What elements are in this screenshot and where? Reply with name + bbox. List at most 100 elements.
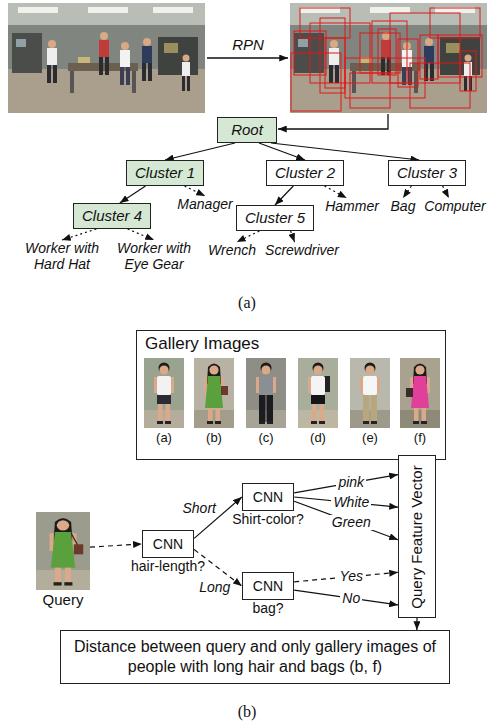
connector xyxy=(294,475,398,493)
node-text: Cluster 4 xyxy=(82,207,142,225)
edge-label: Green xyxy=(330,515,373,530)
cnn-block: CNNShirt-color? xyxy=(232,483,304,527)
cluster-box: Cluster 2 xyxy=(266,160,344,186)
connector xyxy=(62,229,96,240)
node-text: CNN xyxy=(153,536,183,552)
query-image: Query xyxy=(36,512,90,608)
connector xyxy=(165,143,235,160)
rpn-arrow xyxy=(207,57,288,58)
feature-vector-box: Query Feature Vector xyxy=(398,455,436,618)
image-frame xyxy=(246,358,286,428)
node-text: CNN xyxy=(253,578,283,594)
gallery-image: (d) xyxy=(298,358,338,446)
edge-label: White xyxy=(331,495,371,510)
image-frame xyxy=(144,358,184,428)
gallery-image: (a) xyxy=(144,358,184,446)
node-text: (c) xyxy=(246,428,286,446)
cluster-box: Cluster 3 xyxy=(388,160,466,186)
node-text: Shirt-color? xyxy=(232,511,304,527)
cluster-box: Cluster 5 xyxy=(236,205,314,231)
node-text: Cluster 2 xyxy=(275,164,335,182)
connector xyxy=(185,186,205,196)
node-text: Cluster 3 xyxy=(397,164,457,182)
edge-label: Long xyxy=(197,580,232,595)
node-text: Wrench xyxy=(208,242,256,258)
node-text: Hammer xyxy=(325,198,379,214)
node-text: Gallery Images xyxy=(137,331,445,357)
node-text: Worker with Hard Hat xyxy=(17,240,107,272)
root-arrow xyxy=(278,114,388,129)
gallery-image: (c) xyxy=(246,358,286,446)
node-text: (a) xyxy=(144,428,184,446)
node-text: Cluster 5 xyxy=(245,209,305,227)
node-text: (b) xyxy=(194,428,234,446)
connector xyxy=(90,544,142,547)
edge-label: No xyxy=(340,591,362,606)
cnn-block: CNN hair-length? xyxy=(131,530,205,574)
gallery-person xyxy=(298,358,338,428)
leaf-label: Worker with Eye Gear xyxy=(109,240,199,272)
image-frame xyxy=(350,358,390,428)
connector xyxy=(120,186,146,203)
node-text: Computer xyxy=(424,198,485,214)
gallery-image: (b) xyxy=(194,358,234,446)
connector xyxy=(416,618,417,630)
cluster-box: Cluster 4 xyxy=(73,203,151,229)
connector xyxy=(403,186,411,198)
edge-label: Short xyxy=(181,501,218,516)
connector xyxy=(237,231,260,242)
node-text: (f) xyxy=(400,428,440,446)
gallery-person xyxy=(400,358,440,428)
node-text: Manager xyxy=(177,196,232,212)
connector xyxy=(275,186,293,205)
image-frame xyxy=(36,512,90,590)
image-frame xyxy=(298,358,338,428)
gallery-image: (f) xyxy=(400,358,440,446)
gallery-panel: Gallery Images (a) (b) (c) (d) (e) (f) xyxy=(136,330,446,460)
panel-label: (b) xyxy=(238,703,257,721)
gallery-person xyxy=(246,358,286,428)
cnn-box: CNN xyxy=(242,572,294,600)
image-frame xyxy=(400,358,440,428)
cnn-block: CNN bag? xyxy=(242,572,294,616)
image-frame xyxy=(194,358,234,428)
gallery-person xyxy=(144,358,184,428)
node-text: Query Feature Vector xyxy=(408,465,426,608)
gallery-image: (e) xyxy=(350,358,390,446)
cnn-box: CNN xyxy=(242,483,294,511)
node-text: bag? xyxy=(252,600,283,616)
leaf-label: Hammer xyxy=(325,198,379,214)
root-box: Root xyxy=(217,117,277,143)
leaf-label: Wrench xyxy=(208,242,256,258)
connector xyxy=(325,186,347,198)
gallery-person xyxy=(194,358,234,428)
leaf-label: Worker with Hard Hat xyxy=(17,240,107,272)
leaf-label: Screwdriver xyxy=(265,242,339,258)
node-text: (d) xyxy=(298,428,338,446)
connector xyxy=(294,590,398,605)
node-text: Screwdriver xyxy=(265,242,339,258)
node-text: Worker with Eye Gear xyxy=(109,240,199,272)
node-text: (e) xyxy=(350,428,390,446)
node-text: Query xyxy=(36,590,90,608)
edge-label: Yes xyxy=(338,569,365,584)
connector xyxy=(271,143,419,160)
proposal-boxes xyxy=(291,8,482,111)
panel-label: RPN xyxy=(232,36,264,54)
cnn-box: CNN xyxy=(142,530,194,558)
panel-label: (a) xyxy=(238,294,256,312)
connector xyxy=(291,231,295,242)
node-text: Distance between query and only gallery … xyxy=(71,637,439,677)
node-text: Cluster 1 xyxy=(135,164,195,182)
leaf-label: Computer xyxy=(424,198,485,214)
gallery-person xyxy=(350,358,390,428)
factory-photo xyxy=(8,3,205,113)
connector xyxy=(443,186,449,198)
distance-box: Distance between query and only gallery … xyxy=(60,630,450,684)
query-person xyxy=(36,512,90,590)
node-text: hair-length? xyxy=(131,558,205,574)
leaf-label: Manager xyxy=(177,196,232,212)
leaf-label: Bag xyxy=(391,198,416,214)
